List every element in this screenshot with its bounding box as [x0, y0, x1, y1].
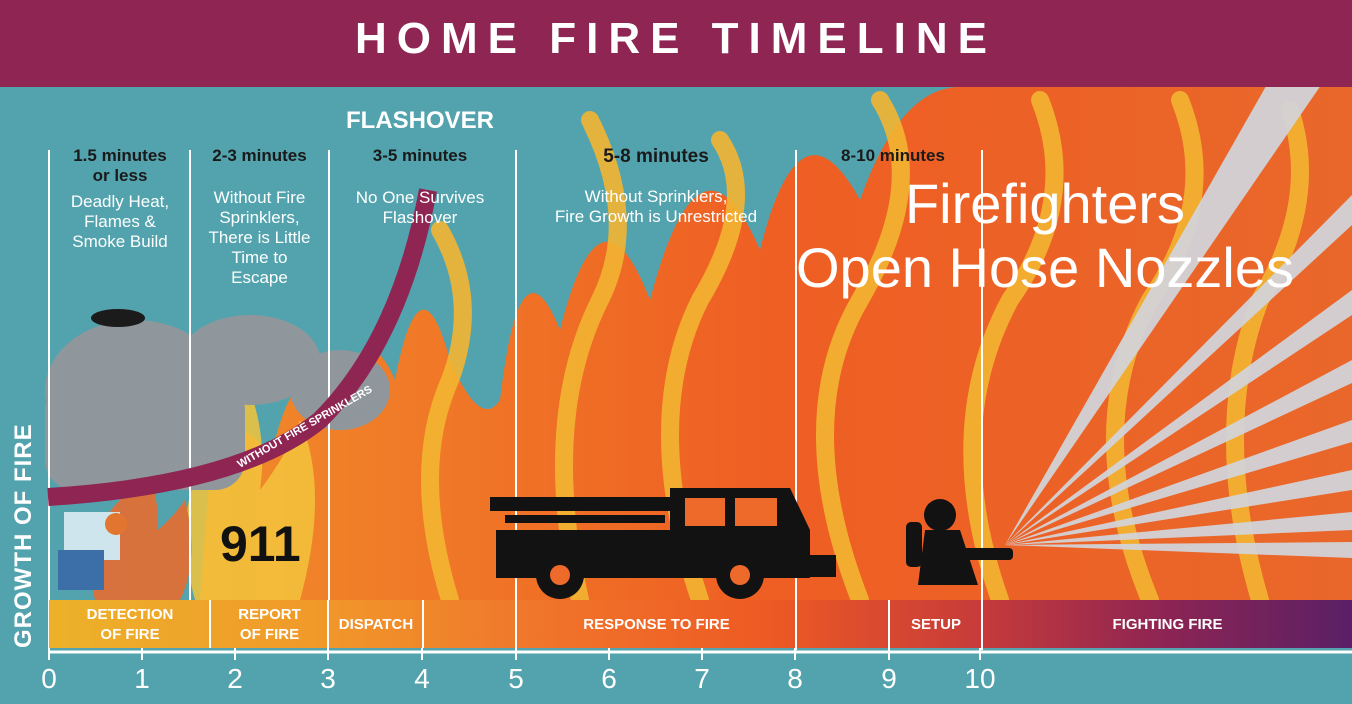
phase-5-time: 8-10 minutes [841, 146, 945, 165]
title-banner: HOME FIRE TIMELINE [0, 0, 1352, 87]
phase-2-desc-1: Without Fire [213, 188, 306, 207]
stage-detection-line-1: DETECTION [86, 606, 174, 623]
x-tick-label: 3 [320, 663, 336, 694]
phase-1-desc-3: Smoke Build [72, 232, 168, 251]
phase-2-desc-2: Sprinklers, [219, 208, 300, 227]
stage-report-line-2: OF FIRE [239, 626, 300, 643]
stage-detection: DETECTION OF FIRE [50, 605, 210, 645]
x-tick-label: 6 [601, 663, 617, 694]
phase-4-desc-1: Without Sprinklers, [584, 187, 728, 206]
firefighters-line-2: Open Hose Nozzles [795, 236, 1294, 299]
phase-2-desc-5: Escape [231, 268, 288, 287]
firefighters-line-1: Firefighters [904, 172, 1186, 235]
phase-4: 5-8 minutes Without Sprinklers, Fire Gro… [518, 147, 794, 227]
firefighters-text: Firefighters Open Hose Nozzles [745, 172, 1345, 300]
flashover-label: FLASHOVER [346, 107, 495, 134]
stage-fighting: FIGHTING FIRE [1112, 616, 1223, 633]
stage-report-line-1: REPORT [238, 606, 301, 623]
phase-2-time: 2-3 minutes [212, 146, 307, 165]
stage-report: REPORT OF FIRE [211, 605, 328, 645]
stage-detection-line-2: OF FIRE [100, 626, 160, 643]
phase-5: 8-10 minutes [798, 146, 988, 166]
phase-1-time-1: 1.5 minutes [73, 146, 167, 165]
x-tick-label: 4 [414, 663, 430, 694]
growth-curve [47, 188, 437, 506]
water-streams [1005, 0, 1352, 558]
x-tick-label: 0 [41, 663, 57, 694]
fire-truck-icon [490, 488, 836, 599]
fire-body [200, 87, 1352, 600]
call-911-label: 911 [220, 516, 301, 572]
stage-setup: SETUP [910, 616, 961, 633]
phase-3-time: 3-5 minutes [372, 146, 468, 165]
stage-response: RESPONSE TO FIRE [583, 616, 730, 633]
phase-1-desc-2: Flames & [84, 212, 156, 231]
x-tick-label: 5 [508, 663, 524, 694]
x-tick-label: 1 [134, 663, 150, 694]
x-tick-label: 10 [964, 663, 996, 694]
phase-1-time-2: or less [92, 166, 148, 185]
phase-2-desc-4: Time to [231, 248, 288, 267]
x-ticks [48, 648, 981, 660]
phase-3-desc-1: No One Survives [355, 188, 485, 207]
x-tick-label: 8 [787, 663, 803, 694]
stage-bar [49, 600, 1352, 648]
firefighter-icon [906, 499, 1013, 585]
phase-3: 3-5 minutes No One Survives Flashover [331, 146, 509, 228]
y-axis-label: GROWTH OF FIRE [10, 423, 37, 648]
stage-dispatch: DISPATCH [338, 616, 414, 633]
x-tick-label: 9 [881, 663, 897, 694]
crib-icon [58, 512, 127, 590]
phase-4-time: 5-8 minutes [603, 146, 709, 167]
stage-dividers [209, 600, 983, 648]
x-tick-label: 7 [694, 663, 710, 694]
phase-1: 1.5 minutes or less Deadly Heat, Flames … [52, 146, 188, 252]
phase-1-desc-1: Deadly Heat, [70, 192, 170, 211]
phase-4-desc-2: Fire Growth is Unrestricted [554, 207, 758, 226]
x-tick-label: 2 [227, 663, 243, 694]
phase-2: 2-3 minutes Without Fire Sprinklers, The… [192, 146, 327, 288]
page-title: HOME FIRE TIMELINE [355, 14, 997, 63]
phase-3-desc-2: Flashover [382, 208, 458, 227]
phase-2-desc-3: There is Little [208, 228, 311, 247]
smoke-detector-icon [91, 309, 145, 327]
